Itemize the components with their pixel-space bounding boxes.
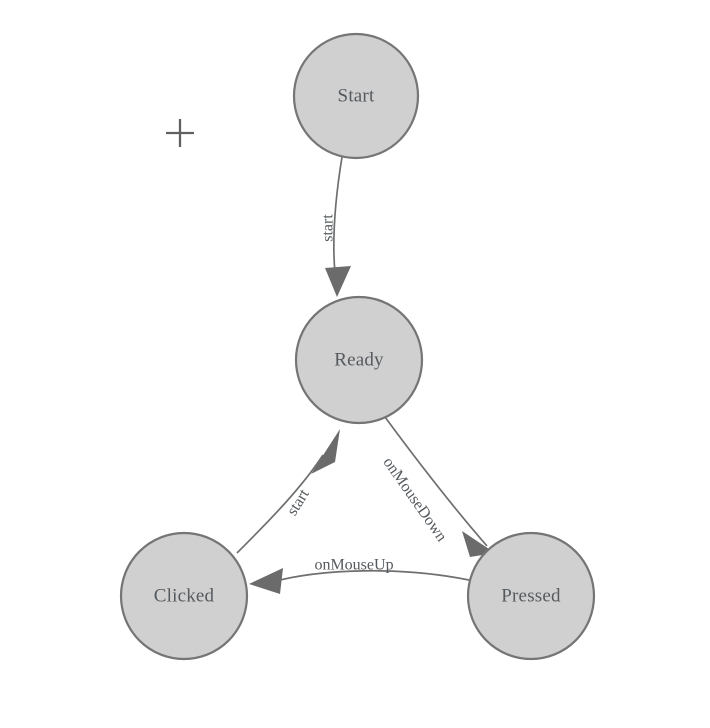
node-clicked-label: Clicked [154, 585, 215, 606]
node-pressed[interactable]: Pressed [466, 531, 596, 661]
node-ready-label: Ready [334, 349, 384, 370]
edge-pressed-to-clicked-arrowhead [249, 568, 283, 594]
crosshair-icon [166, 119, 194, 147]
edge-ready-to-pressed[interactable]: onMouseDown [379, 416, 495, 557]
node-pressed-circle[interactable] [466, 531, 596, 661]
edge-clicked-to-ready-arrowhead [311, 429, 340, 474]
node-start[interactable]: Start [292, 32, 420, 160]
edge-pressed-to-clicked-line[interactable] [271, 569, 470, 583]
edge-start-to-ready-line[interactable] [332, 156, 343, 274]
edge-label-ready-to-pressed: onMouseDown [379, 454, 450, 545]
edge-clicked-to-ready[interactable]: start [236, 429, 340, 554]
edge-label-clicked-to-ready: start [284, 486, 313, 519]
node-start-label: Start [338, 85, 375, 106]
edge-label-start-to-ready: start [320, 214, 337, 242]
node-ready-circle[interactable] [294, 295, 424, 425]
edge-pressed-to-clicked[interactable]: onMouseUp [249, 557, 470, 594]
edge-start-to-ready-arrowhead [325, 266, 351, 297]
node-pressed-label: Pressed [501, 585, 561, 606]
node-clicked[interactable]: Clicked [119, 531, 249, 661]
node-clicked-circle[interactable] [119, 531, 249, 661]
edge-start-to-ready[interactable]: start [320, 156, 351, 297]
edge-ready-to-pressed-line[interactable] [384, 416, 488, 547]
edge-label-pressed-to-clicked: onMouseUp [314, 557, 393, 574]
edge-clicked-to-ready-line[interactable] [236, 454, 324, 554]
node-start-circle[interactable] [292, 32, 420, 160]
node-ready[interactable]: Ready [294, 295, 424, 425]
